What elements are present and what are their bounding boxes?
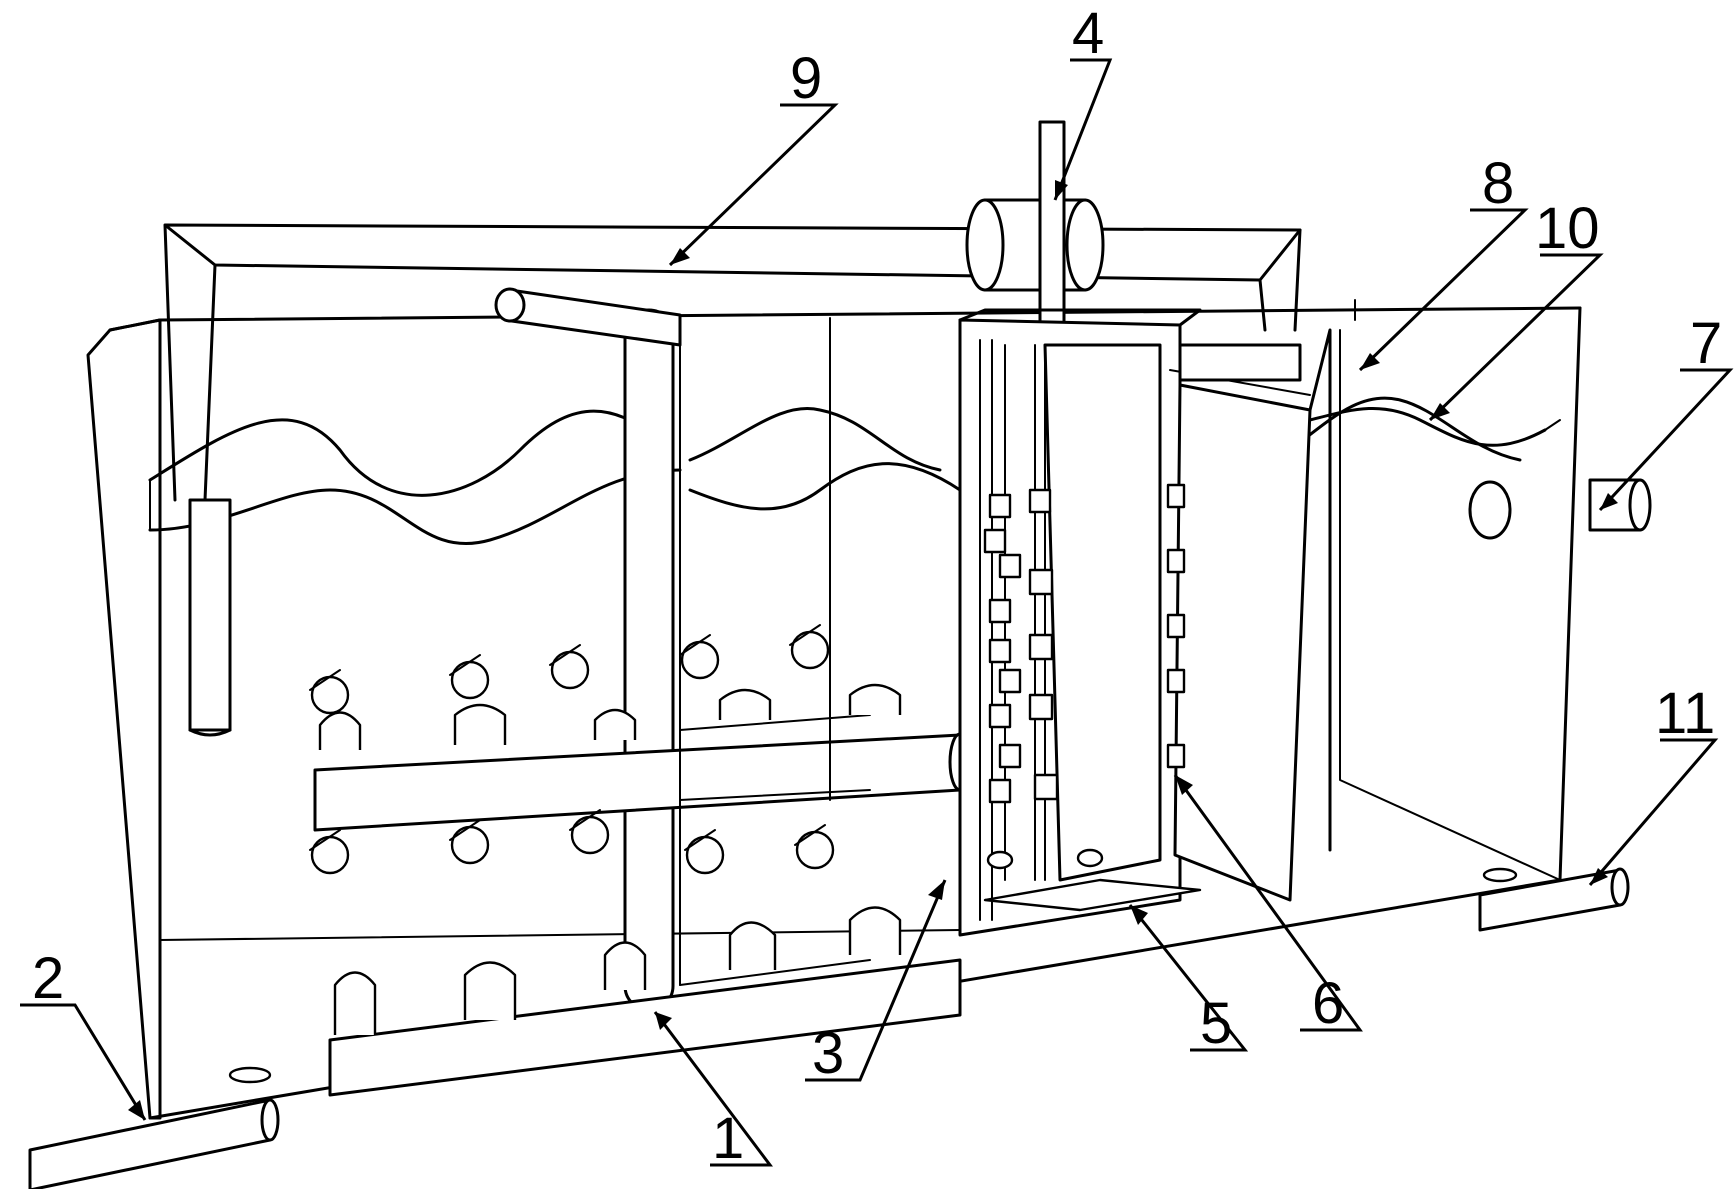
right-chamber-front xyxy=(1308,328,1332,852)
callout-7: 7 xyxy=(1690,311,1722,376)
callout-10: 10 xyxy=(1535,196,1600,261)
bottom-plate xyxy=(983,878,1202,912)
callout-11: 11 xyxy=(1655,681,1715,746)
callout-labels: 1 2 3 4 5 6 7 8 9 10 11 xyxy=(32,1,1722,1171)
left-vertical-bar xyxy=(188,498,232,732)
liquid-surface-middle xyxy=(688,407,942,472)
drain-pipe xyxy=(1478,867,1630,932)
tank-back-top-edge xyxy=(108,306,1582,332)
pipe-cross-frame xyxy=(313,287,972,1097)
leader-lines xyxy=(20,58,1734,1167)
aerator-row-lower xyxy=(318,683,902,1035)
outlet-pipe xyxy=(1468,478,1652,540)
tank-right-edge xyxy=(1558,306,1582,882)
callout-1: 1 xyxy=(712,1106,744,1171)
aerator-row-upper xyxy=(309,624,835,875)
callout-3: 3 xyxy=(812,1021,844,1086)
liquid-surface-left xyxy=(148,409,662,497)
inlet-pipe xyxy=(28,1066,280,1189)
right-compartment-back xyxy=(1339,329,1561,881)
tank-left-panel xyxy=(86,318,162,1120)
callout-8: 8 xyxy=(1482,151,1514,216)
bead-blocks xyxy=(983,488,1059,804)
top-link-plate xyxy=(1178,343,1302,382)
panel-blocks xyxy=(1166,483,1186,769)
tank-floor-line xyxy=(159,929,961,941)
callout-5: 5 xyxy=(1200,991,1232,1056)
motor-housing xyxy=(965,198,1105,292)
callout-9: 9 xyxy=(790,46,822,111)
callout-2: 2 xyxy=(32,946,64,1011)
central-reactor xyxy=(958,308,1202,937)
separation-panel xyxy=(1166,369,1312,902)
callout-4: 4 xyxy=(1072,1,1104,66)
drive-shaft xyxy=(1038,120,1066,334)
callout-6: 6 xyxy=(1312,971,1344,1036)
